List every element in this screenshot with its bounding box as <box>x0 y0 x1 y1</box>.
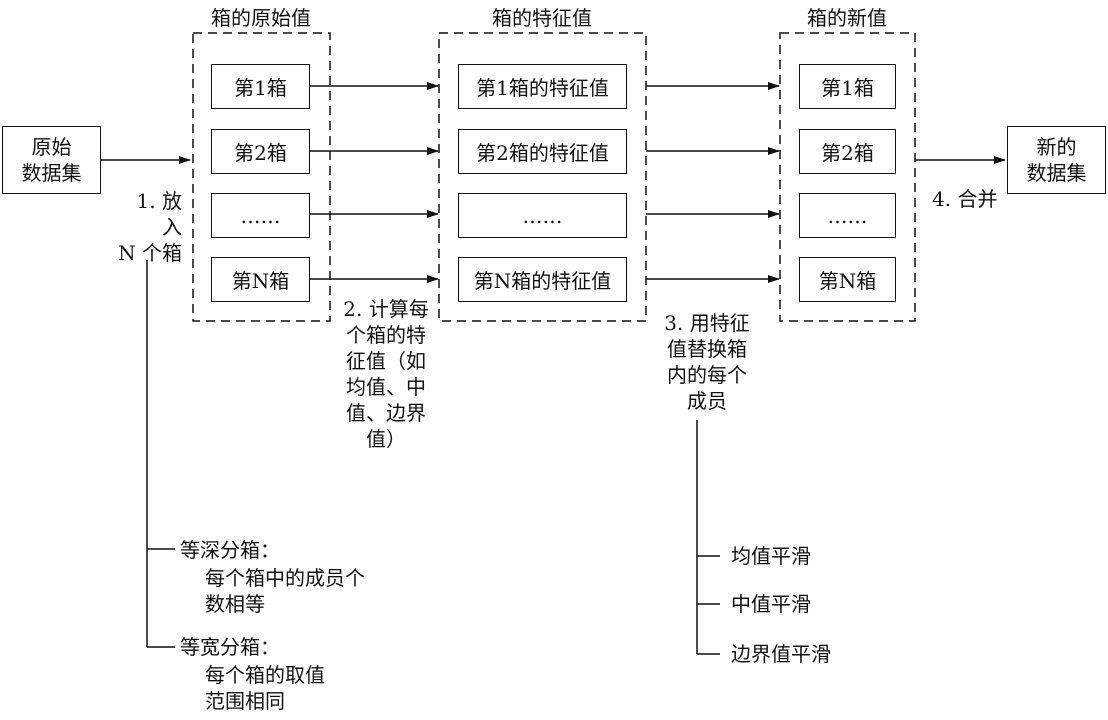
feature-bin-ellipsis: …… <box>458 193 627 238</box>
step3-line4: 成员 <box>687 389 727 413</box>
feature-bin-1: 第1箱的特征值 <box>458 64 627 109</box>
new-bin-1: 第1箱 <box>799 64 896 109</box>
target-dataset-box: 新的 数据集 <box>1007 126 1106 194</box>
step1-line2: N 个箱 <box>118 241 182 265</box>
equal-depth-desc-line1: 每个箱中的成员个 <box>205 566 365 590</box>
raw-bin-2: 第2箱 <box>211 129 310 174</box>
raw-column-title: 箱的原始值 <box>211 6 311 30</box>
raw-bin-ellipsis: …… <box>211 193 310 238</box>
step2-line1: 2. 计算每 <box>343 297 429 321</box>
raw-bin-1: 第1箱 <box>211 64 310 109</box>
smoothing-boundary: 边界值平滑 <box>731 642 831 666</box>
feature-column-title: 箱的特征值 <box>492 6 592 30</box>
target-dataset-line1: 新的 <box>1036 135 1077 159</box>
equal-width-desc: 每个箱的取值 范围相同 <box>205 662 325 714</box>
feature-bin-n: 第N箱的特征值 <box>458 257 627 302</box>
equal-width-desc-line1: 每个箱的取值 <box>205 663 325 687</box>
step2-line4: 均值、中 <box>346 375 426 399</box>
step2-line5: 值、边界 <box>346 401 426 425</box>
step3-line1: 3. 用特征 <box>664 311 750 335</box>
step4-label: 4. 合并 <box>932 187 998 211</box>
step3-label: 3. 用特征 值替换箱 内的每个 成员 <box>656 310 758 414</box>
raw-bin-n: 第N箱 <box>211 257 310 302</box>
feature-bin-2: 第2箱的特征值 <box>458 129 627 174</box>
equal-depth-desc-line2: 数相等 <box>205 592 265 616</box>
new-column-title: 箱的新值 <box>807 6 887 30</box>
new-bin-n: 第N箱 <box>799 257 896 302</box>
raw-bins-group <box>192 32 331 322</box>
equal-depth-name: 等深分箱： <box>180 538 280 562</box>
step2-label: 2. 计算每 个箱的特 征值（如 均值、中 值、边界 值） <box>335 296 437 452</box>
smoothing-median: 中值平滑 <box>731 592 811 616</box>
new-bins-group <box>779 32 916 322</box>
equal-width-name: 等宽分箱： <box>180 635 280 659</box>
target-dataset-line2: 数据集 <box>1026 161 1087 185</box>
equal-depth-desc: 每个箱中的成员个 数相等 <box>205 565 365 617</box>
step3-line3: 内的每个 <box>667 363 747 387</box>
feature-bins-group <box>438 32 647 322</box>
step1-label: 1. 放入 N 个箱 <box>118 188 182 266</box>
step2-line2: 个箱的特 <box>346 323 426 347</box>
step1-line1: 1. 放入 <box>136 189 182 239</box>
source-dataset-box: 原始 数据集 <box>2 126 101 194</box>
step3-line2: 值替换箱 <box>667 337 747 361</box>
source-dataset-line1: 原始 <box>31 135 72 159</box>
smoothing-mean: 均值平滑 <box>731 544 811 568</box>
new-bin-2: 第2箱 <box>799 129 896 174</box>
step2-line3: 征值（如 <box>346 349 426 373</box>
source-dataset-line2: 数据集 <box>21 161 82 185</box>
step2-line6: 值） <box>366 427 406 451</box>
equal-width-desc-line2: 范围相同 <box>205 689 285 713</box>
new-bin-ellipsis: …… <box>799 193 896 238</box>
